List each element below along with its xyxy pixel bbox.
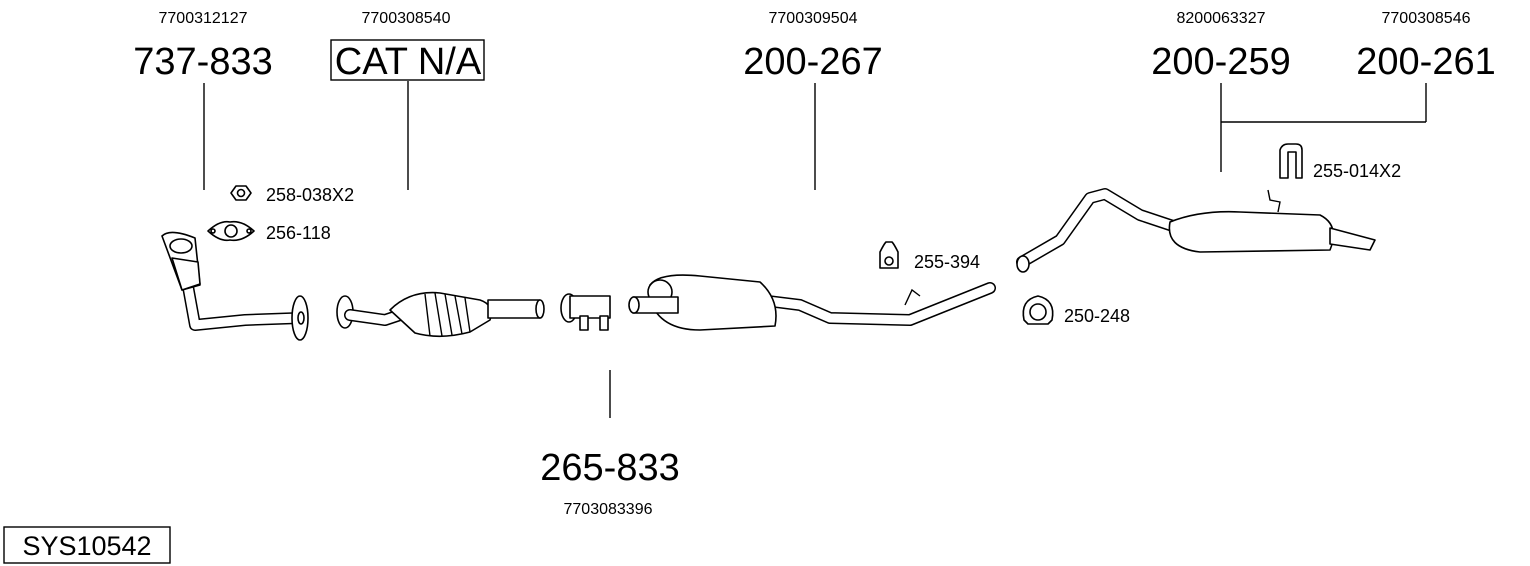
- accessory-label[interactable]: 250-248: [1064, 306, 1130, 326]
- nut-icon: [230, 185, 252, 201]
- front-pipe-737-833[interactable]: [161, 231, 309, 341]
- rubber-hanger-icon: [1279, 143, 1303, 179]
- oe-number-label: 7700308546: [1382, 10, 1471, 27]
- oe-number-label: 8200063327: [1177, 10, 1266, 27]
- oe-number-label: 7703083396: [564, 501, 653, 518]
- part-number-label[interactable]: 737-833: [133, 41, 272, 83]
- part-number-label[interactable]: CAT N/A: [335, 41, 482, 83]
- catalytic-converter[interactable]: [336, 291, 545, 338]
- accessory-label[interactable]: 255-394: [914, 252, 980, 272]
- part-number-label[interactable]: 200-267: [743, 41, 882, 83]
- oe-number-label: 7700309504: [769, 10, 858, 27]
- part-number-label[interactable]: 200-261: [1356, 41, 1495, 83]
- accessory-label[interactable]: 255-014X2: [1313, 161, 1401, 181]
- oe-number-label: 7700308540: [362, 10, 451, 27]
- cat-na-box: [330, 39, 485, 81]
- part-number-label[interactable]: 265-833: [540, 447, 679, 489]
- part-number-label[interactable]: 200-259: [1151, 41, 1290, 83]
- leader-lines: [203, 81, 1427, 418]
- clamp-icon: [1022, 295, 1054, 325]
- accessory-label[interactable]: 256-118: [266, 223, 331, 243]
- system-id-box: [3, 526, 171, 564]
- pipe-clamp-265-833[interactable]: [560, 293, 611, 331]
- rear-silencer-200-259[interactable]: [1016, 188, 1376, 273]
- accessory-label[interactable]: 258-038X2: [266, 185, 354, 205]
- gasket-icon: [207, 220, 255, 242]
- system-id: SYS10542: [22, 531, 151, 561]
- oe-number-label: 7700312127: [159, 10, 248, 27]
- middle-silencer-200-267[interactable]: [628, 274, 996, 331]
- rubber-hanger-icon: [879, 241, 899, 269]
